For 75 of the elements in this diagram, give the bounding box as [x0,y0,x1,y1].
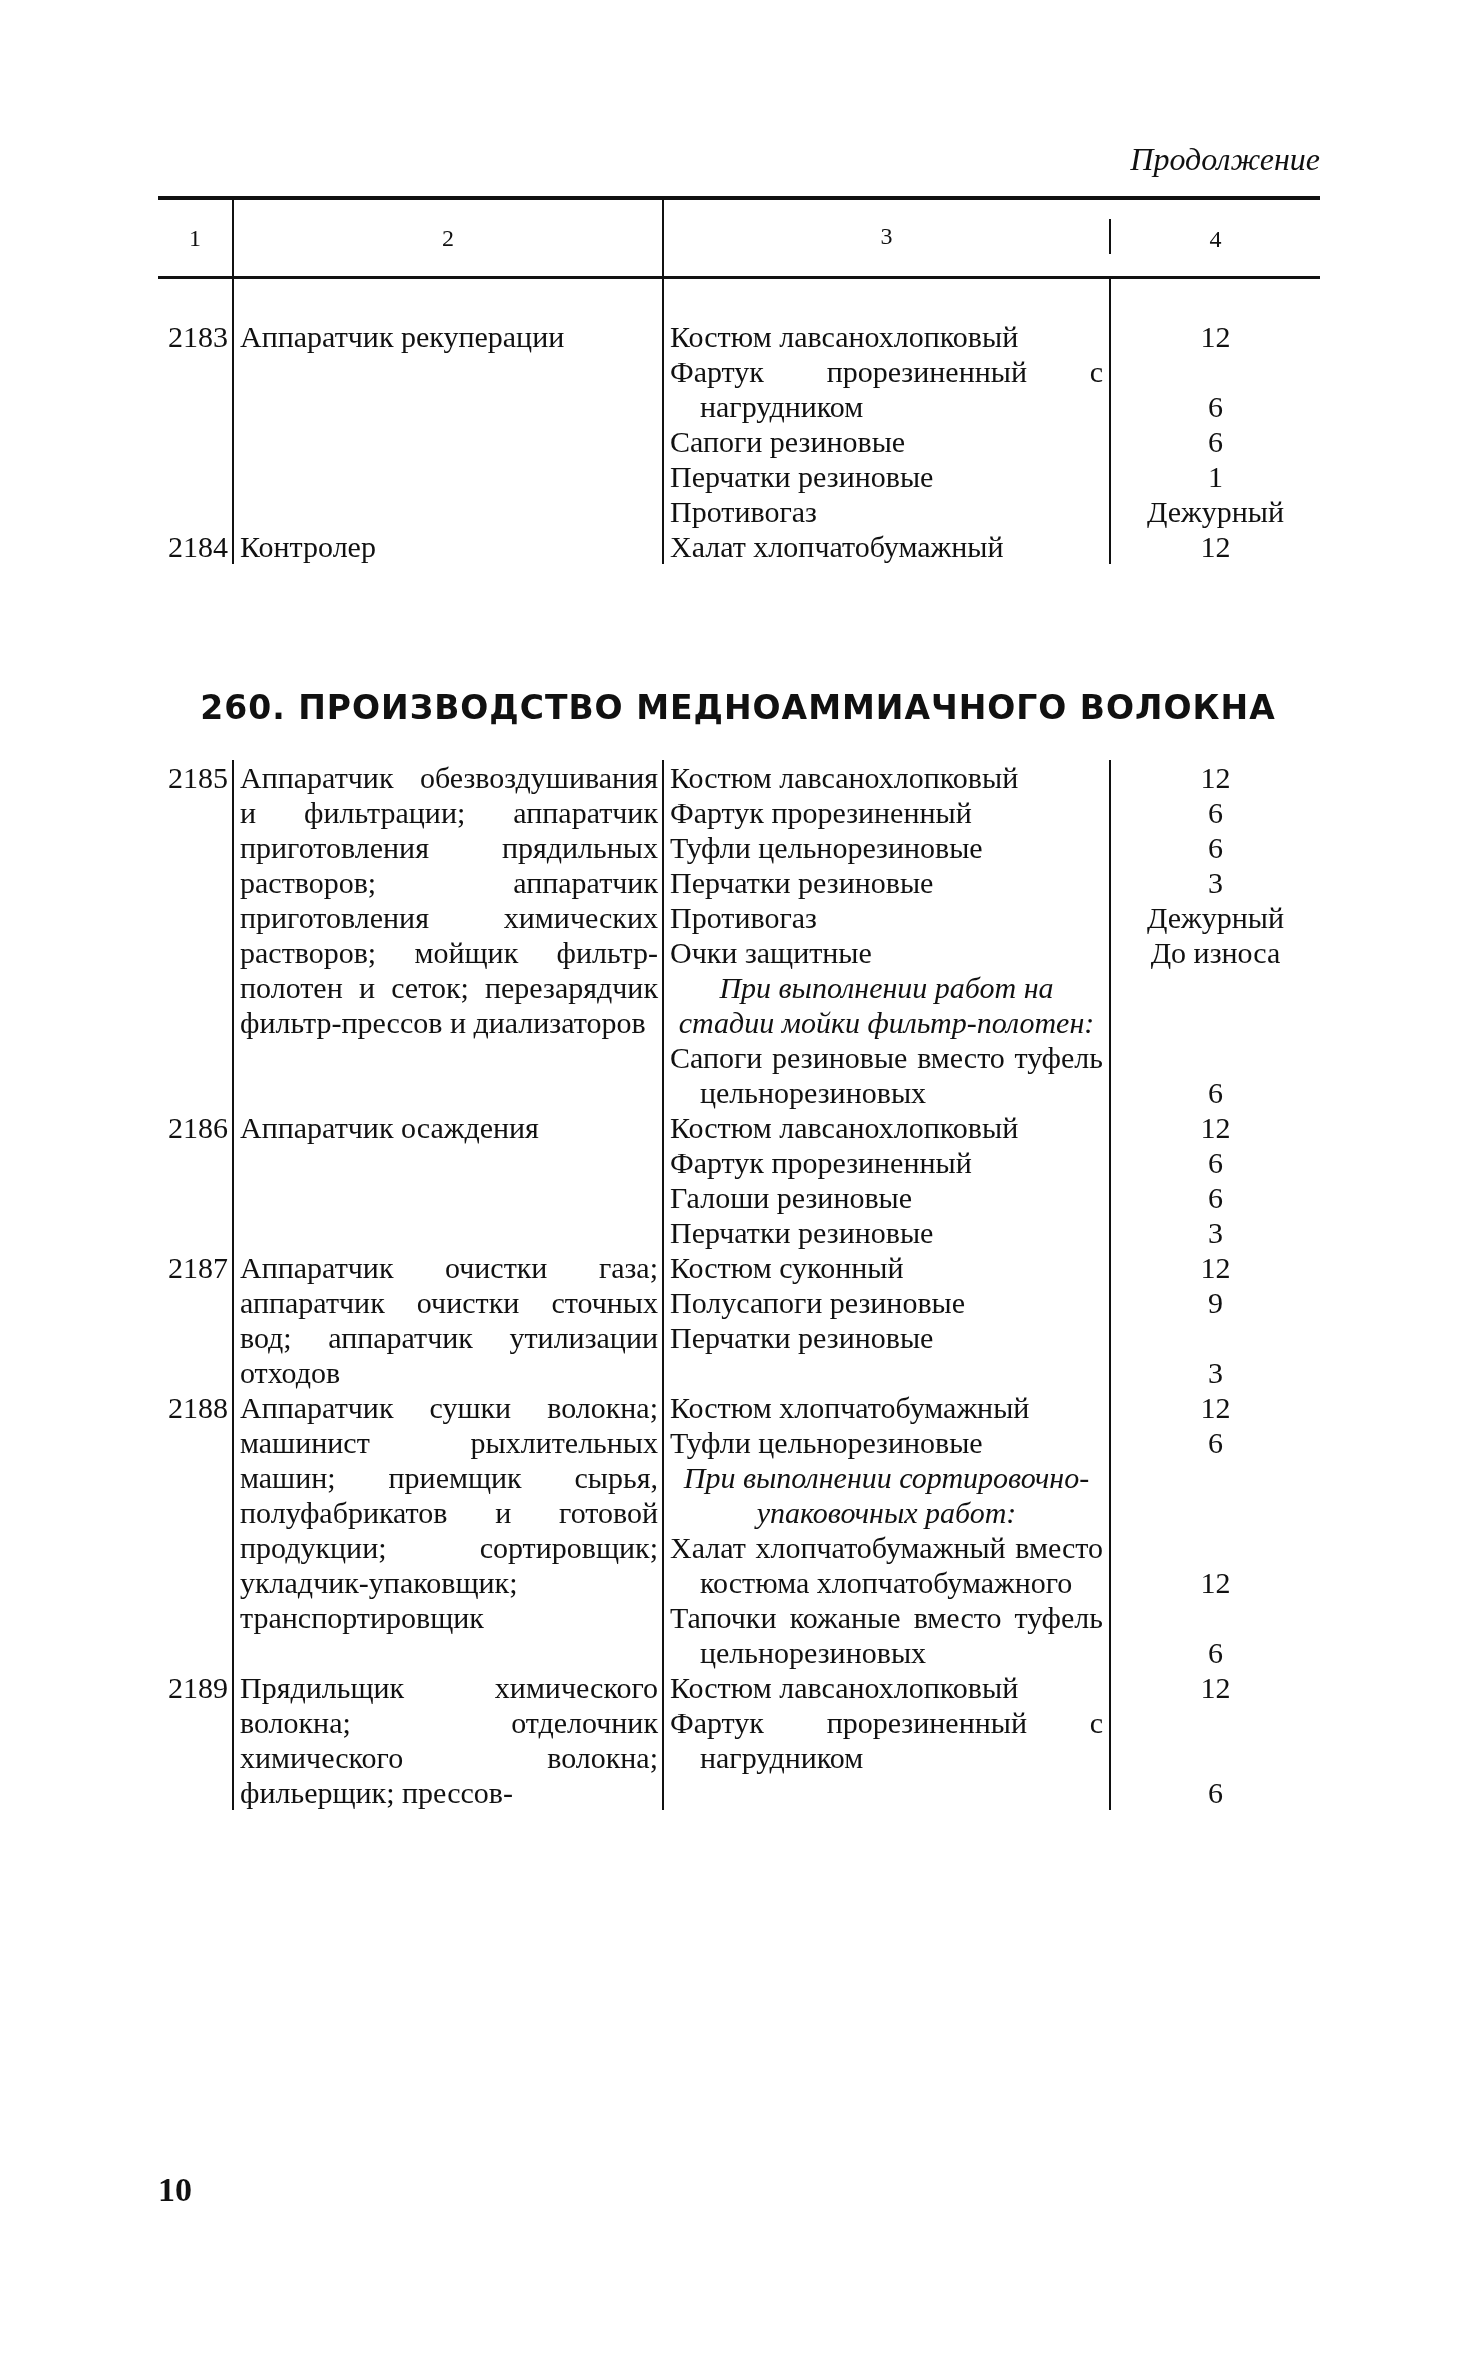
wear-period: 12 [1200,1566,1231,1599]
occupation-text: Аппаратчик осаждения [240,1111,539,1144]
occupation-text: Аппаратчик рекуперации [240,320,565,353]
clothing-item: Сапоги резиновые вместо туфель цельнорезиновых [670,1041,1103,1109]
wear-period: 6 [1208,1776,1223,1809]
wear-period: До износа [1150,936,1281,969]
clothing-item: Костюм лавсанохлопковый [670,1671,1019,1704]
column-header: 2 [442,223,454,253]
clothing-item: Очки защитные [670,936,872,969]
clothing-item: Фартук прорезиненный [670,1146,972,1179]
clothing-item: Перчатки резиновые [670,1321,934,1354]
wear-period: 6 [1208,1636,1223,1669]
wear-period: 12 [1200,1671,1231,1704]
column-header: 4 [1209,226,1222,252]
wear-period: Дежурный [1146,495,1285,528]
row-number: 2185 [168,761,228,794]
clothing-item: Противогаз [670,495,817,528]
clothing-item: Халат хлопчатобумажный вместо костюма хлопчатобумажного [670,1531,1103,1599]
occupation-text: Аппаратчик очистки газа; аппаратчик очистки сточных вод; аппаратчик утилизации отходов [240,1251,658,1389]
occupation-text: Контролер [240,530,376,563]
condition-note: При выполнении работ на стадии мойки фильтр-полотен: [678,971,1095,1039]
clothing-item: Сапоги резиновые [670,425,906,458]
row-number: 2186 [168,1111,228,1144]
clothing-item: Фартук прорезиненный [670,796,972,829]
page-number: 10 [158,2172,192,2207]
clothing-item: Костюм лавсанохлопковый [670,1111,1019,1144]
wear-period: 12 [1200,761,1231,794]
wear-period: 12 [1200,530,1231,563]
condition-note: При выполнении сортировочно-упаковочных работ: [683,1461,1090,1529]
wear-period: 6 [1208,1426,1223,1459]
wear-period: 12 [1200,320,1231,353]
wear-period: 12 [1200,1251,1231,1284]
continuation-note: Продолжение [1130,142,1320,177]
wear-period: 6 [1208,1181,1223,1214]
clothing-item: Перчатки резиновые [670,866,934,899]
wear-period: 6 [1208,390,1223,423]
clothing-item: Костюм лавсанохлопковый [670,320,1019,353]
clothing-item: Фартук прорезиненный с нагрудником [670,1706,1103,1774]
wear-period: 6 [1208,796,1223,829]
wear-period: 3 [1208,1216,1223,1249]
wear-period: 1 [1208,460,1223,493]
wear-period: 12 [1200,1111,1231,1144]
wear-period: 3 [1208,866,1223,899]
clothing-item: Халат хлопчатобумажный [670,530,1004,563]
clothing-item: Галоши резиновые [670,1181,913,1214]
clothing-item: Тапочки кожаные вместо туфель цельнорезиновых [670,1601,1103,1669]
clothing-item: Костюм хлопчатобумажный [670,1391,1030,1424]
wear-period: Дежурный [1146,901,1285,934]
row-number: 2189 [168,1671,228,1704]
section-heading: 260. ПРОИЗВОДСТВО МЕДНОАММИАЧНОГО ВОЛОКНА [199,690,1277,725]
wear-period: 6 [1208,1076,1223,1109]
wear-period: 3 [1208,1356,1223,1389]
clothing-item: Фартук прорезиненный с нагрудником [670,355,1103,423]
wear-period: 9 [1208,1286,1223,1319]
clothing-item: Полусапоги резиновые [670,1286,966,1319]
clothing-item: Перчатки резиновые [670,460,934,493]
wear-period: 6 [1208,1146,1223,1179]
row-number: 2188 [168,1391,228,1424]
occupation-text: Прядильщик химического волокна; отделочник химического волокна; фильерщик; прессов- [240,1671,658,1809]
column-header: 3 [880,222,893,251]
column-header: 1 [189,223,201,253]
clothing-item: Туфли цельнорезиновые [670,1426,983,1459]
occupation-text: Аппаратчик обезвоздушивания и фильтрации; аппаратчик приготовления прядильных растворов; аппаратчик приготовления химических растворов; мойщик фильтр-полотен и сеток; перезарядчик фильтр-прессов и диализаторов [240,761,658,1039]
clothing-item: Противогаз [670,901,817,934]
clothing-item: Костюм суконный [670,1251,904,1284]
row-number: 2184 [168,530,228,563]
wear-period: 12 [1200,1391,1231,1424]
clothing-item: Костюм лавсанохлопковый [670,761,1019,794]
clothing-item: Туфли цельнорезиновые [670,831,983,864]
row-number: 2187 [168,1251,228,1284]
occupation-text: Аппаратчик сушки волокна; машинист рыхлительных машин; приемщик сырья, полуфабрикатов и готовой продукции; сортировщик; укладчик-упаковщик; транспортировщик [240,1391,658,1634]
row-number: 2183 [168,320,228,353]
clothing-item: Перчатки резиновые [670,1216,934,1249]
wear-period: 6 [1208,831,1223,864]
wear-period: 6 [1208,425,1223,458]
